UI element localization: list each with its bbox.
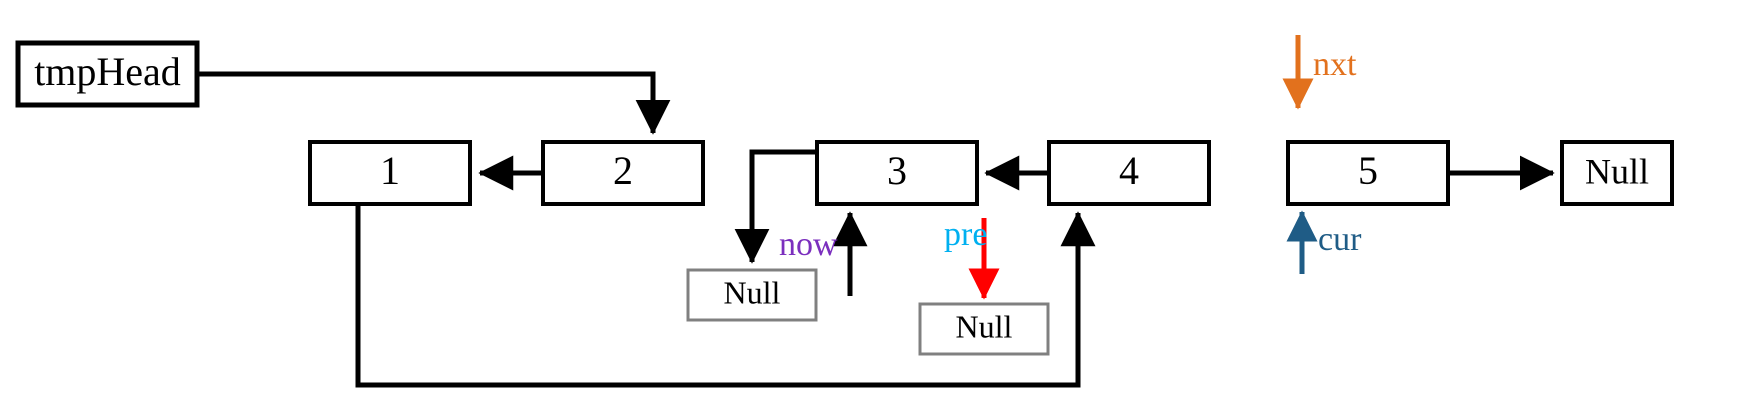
node-label-2: 2: [613, 148, 633, 193]
null-box-tail: Null: [1560, 140, 1674, 206]
tmphead-box: tmpHead: [15, 40, 200, 108]
edge-node-3-to-null-now: [734, 149, 817, 264]
null-box-pre: Null: [918, 302, 1050, 356]
node-box-5: 5: [1286, 140, 1450, 206]
tmphead-label: tmpHead: [34, 49, 181, 94]
null-now-label: Null: [724, 274, 781, 310]
node-label-3: 3: [887, 148, 907, 193]
node-box-3: 3: [815, 140, 979, 206]
node-label-5: 5: [1358, 148, 1378, 193]
node-label-4: 4: [1119, 148, 1139, 193]
node-label-1: 1: [380, 148, 400, 193]
node-box-1: 1: [308, 140, 472, 206]
pointer-label-now: now: [779, 226, 838, 263]
null-pre-label: Null: [956, 308, 1013, 344]
node-box-4: 4: [1047, 140, 1211, 206]
null-tail-label: Null: [1585, 151, 1649, 191]
null-box-now: Null: [686, 268, 818, 322]
node-box-2: 2: [541, 140, 705, 206]
edge-node-1-to-node-4-loop: [355, 204, 1096, 388]
pointer-label-cur: cur: [1318, 221, 1362, 258]
pointer-label-nxt: nxt: [1313, 46, 1357, 83]
edge-tmphead-to-node-2: [197, 71, 671, 135]
pointer-label-pre: pre: [944, 216, 987, 253]
